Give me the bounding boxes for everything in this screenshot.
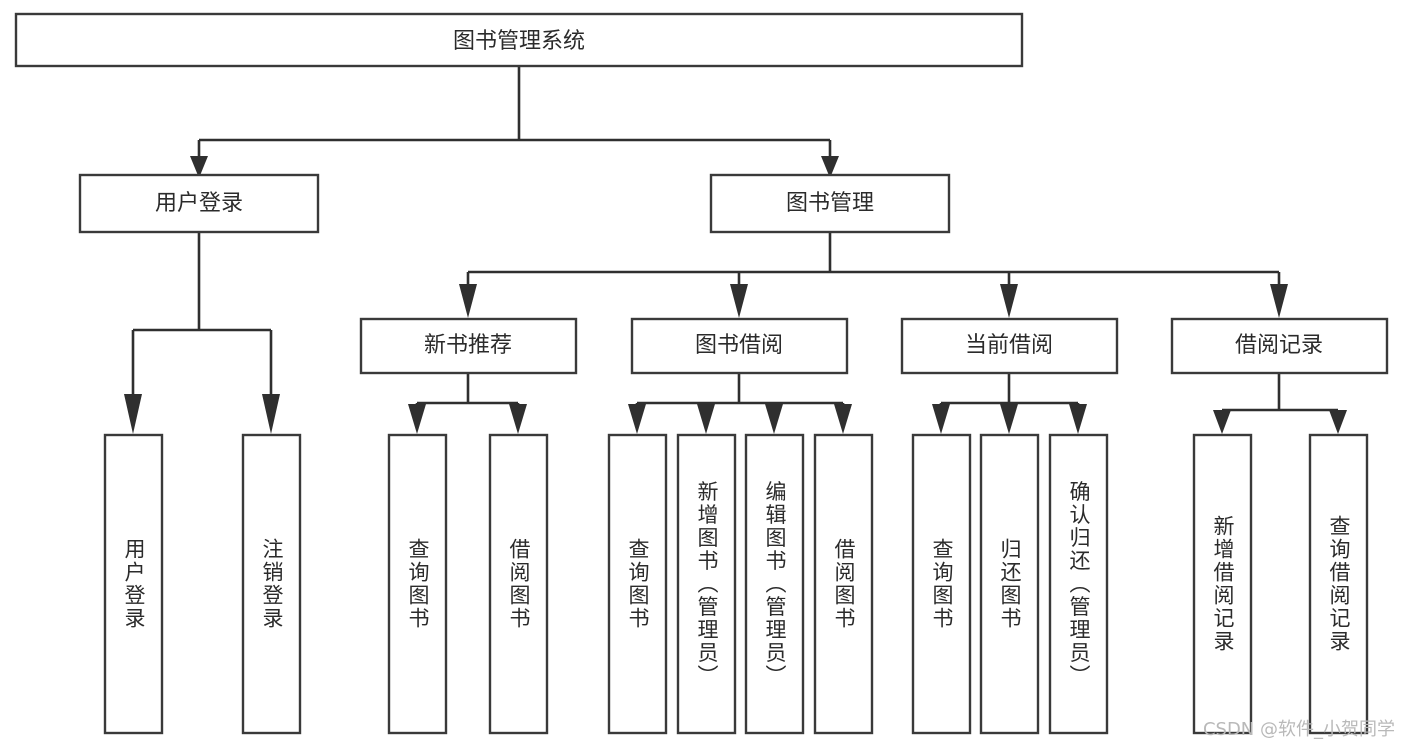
node-book-management[interactable]: 图书管理 (709, 173, 951, 234)
node-user-login-label: 用户登录 (155, 191, 243, 216)
arrow-head-bb-lend (834, 404, 852, 434)
node-root-title[interactable]: 图书管理系统 (14, 12, 1024, 68)
leaf-borrow-query-book[interactable]: 查询图书 (607, 433, 668, 735)
leaf-current-query-book[interactable]: 查询图书 (911, 433, 972, 735)
arrow-head-current-borrow (1000, 284, 1018, 318)
node-current-borrow-box[interactable] (900, 317, 1119, 375)
leaf-borrow-add-book-box[interactable] (676, 433, 737, 735)
arrow-head-nb-borrow (509, 404, 527, 434)
arrow-head-book-mgmt (821, 156, 839, 178)
leaf-logout[interactable]: 注销登录 (241, 433, 302, 735)
leaf-user-login-label: 用户登录 (122, 538, 146, 630)
node-book-management-label: 图书管理 (786, 191, 874, 216)
leaf-borrow-query-book-box[interactable] (607, 433, 668, 735)
leaf-newbook-borrow-book[interactable]: 借阅图书 (488, 433, 549, 735)
leaf-record-add-box[interactable] (1192, 433, 1253, 735)
leaf-borrow-query-book-label: 查询图书 (626, 538, 650, 630)
node-root-title-label: 图书管理系统 (453, 29, 585, 54)
leaf-record-search-label: 查询借阅记录 (1327, 515, 1351, 653)
arrow-head-leaf-user-login (124, 394, 142, 434)
leaf-current-return-book[interactable]: 归还图书 (979, 433, 1040, 735)
node-root-title-box[interactable] (14, 12, 1024, 68)
leaf-borrow-edit-book-box[interactable] (744, 433, 805, 735)
leaf-current-return-book-box[interactable] (979, 433, 1040, 735)
arrow-head-cb-query (932, 404, 950, 434)
leaf-record-search-box[interactable] (1308, 433, 1369, 735)
leaf-borrow-lend-book[interactable]: 借阅图书 (813, 433, 874, 735)
node-new-book-recommend-label: 新书推荐 (424, 333, 512, 358)
leaf-newbook-borrow-book-box[interactable] (488, 433, 549, 735)
arrow-head-br-add (1213, 410, 1231, 434)
leaf-newbook-query-book-label: 查询图书 (406, 538, 430, 630)
arrow-head-br-search (1329, 410, 1347, 434)
connector-layer (124, 66, 1347, 434)
leaf-record-add-label: 新增借阅记录 (1211, 515, 1235, 653)
node-current-borrow-label: 当前借阅 (965, 333, 1053, 358)
arrow-head-cb-confirm (1069, 404, 1087, 434)
leaf-borrow-lend-book-box[interactable] (813, 433, 874, 735)
arrow-head-new-book-rec (459, 284, 477, 318)
leaf-current-return-book-label: 归还图书 (998, 538, 1022, 630)
leaf-logout-box[interactable] (241, 433, 302, 735)
arrow-head-nb-query (408, 404, 426, 434)
node-new-book-recommend[interactable]: 新书推荐 (359, 317, 578, 375)
leaf-current-query-book-label: 查询图书 (930, 538, 954, 630)
leaf-newbook-query-book-box[interactable] (387, 433, 448, 735)
node-user-login-box[interactable] (78, 173, 320, 234)
leaf-borrow-lend-book-label: 借阅图书 (832, 538, 856, 630)
arrow-head-bb-edit (765, 404, 783, 434)
node-book-borrow-box[interactable] (630, 317, 849, 375)
node-user-login[interactable]: 用户登录 (78, 173, 320, 234)
arrow-head-bb-add (697, 404, 715, 434)
leaf-current-confirm-return-label: 确认归还（管理员） (1067, 481, 1091, 688)
leaf-current-confirm-return[interactable]: 确认归还（管理员） (1048, 433, 1109, 735)
arrow-head-user-login (190, 156, 208, 178)
leaf-borrow-edit-book[interactable]: 编辑图书（管理员） (744, 433, 805, 735)
leaf-current-query-book-box[interactable] (911, 433, 972, 735)
arrow-head-bb-query (628, 404, 646, 434)
arrow-head-cb-return (1000, 404, 1018, 434)
leaf-record-search[interactable]: 查询借阅记录 (1308, 433, 1369, 735)
leaf-record-add[interactable]: 新增借阅记录 (1192, 433, 1253, 735)
arrow-head-leaf-logout (262, 394, 280, 434)
leaf-logout-label: 注销登录 (260, 538, 284, 630)
leaf-borrow-edit-book-label: 编辑图书（管理员） (763, 481, 787, 688)
arrow-head-borrow-record (1270, 284, 1288, 318)
arrow-head-book-borrow (730, 284, 748, 318)
node-new-book-recommend-box[interactable] (359, 317, 578, 375)
node-book-borrow-label: 图书借阅 (695, 333, 783, 358)
leaf-newbook-query-book[interactable]: 查询图书 (387, 433, 448, 735)
node-book-borrow[interactable]: 图书借阅 (630, 317, 849, 375)
node-borrow-record[interactable]: 借阅记录 (1170, 317, 1389, 375)
node-book-management-box[interactable] (709, 173, 951, 234)
leaf-current-confirm-return-box[interactable] (1048, 433, 1109, 735)
node-borrow-record-label: 借阅记录 (1235, 333, 1323, 358)
node-current-borrow[interactable]: 当前借阅 (900, 317, 1119, 375)
leaf-borrow-add-book[interactable]: 新增图书（管理员） (676, 433, 737, 735)
leaf-newbook-borrow-book-label: 借阅图书 (507, 538, 531, 630)
leaf-borrow-add-book-label: 新增图书（管理员） (695, 481, 719, 688)
leaf-user-login-box[interactable] (103, 433, 164, 735)
leaf-user-login[interactable]: 用户登录 (103, 433, 164, 735)
node-borrow-record-box[interactable] (1170, 317, 1389, 375)
